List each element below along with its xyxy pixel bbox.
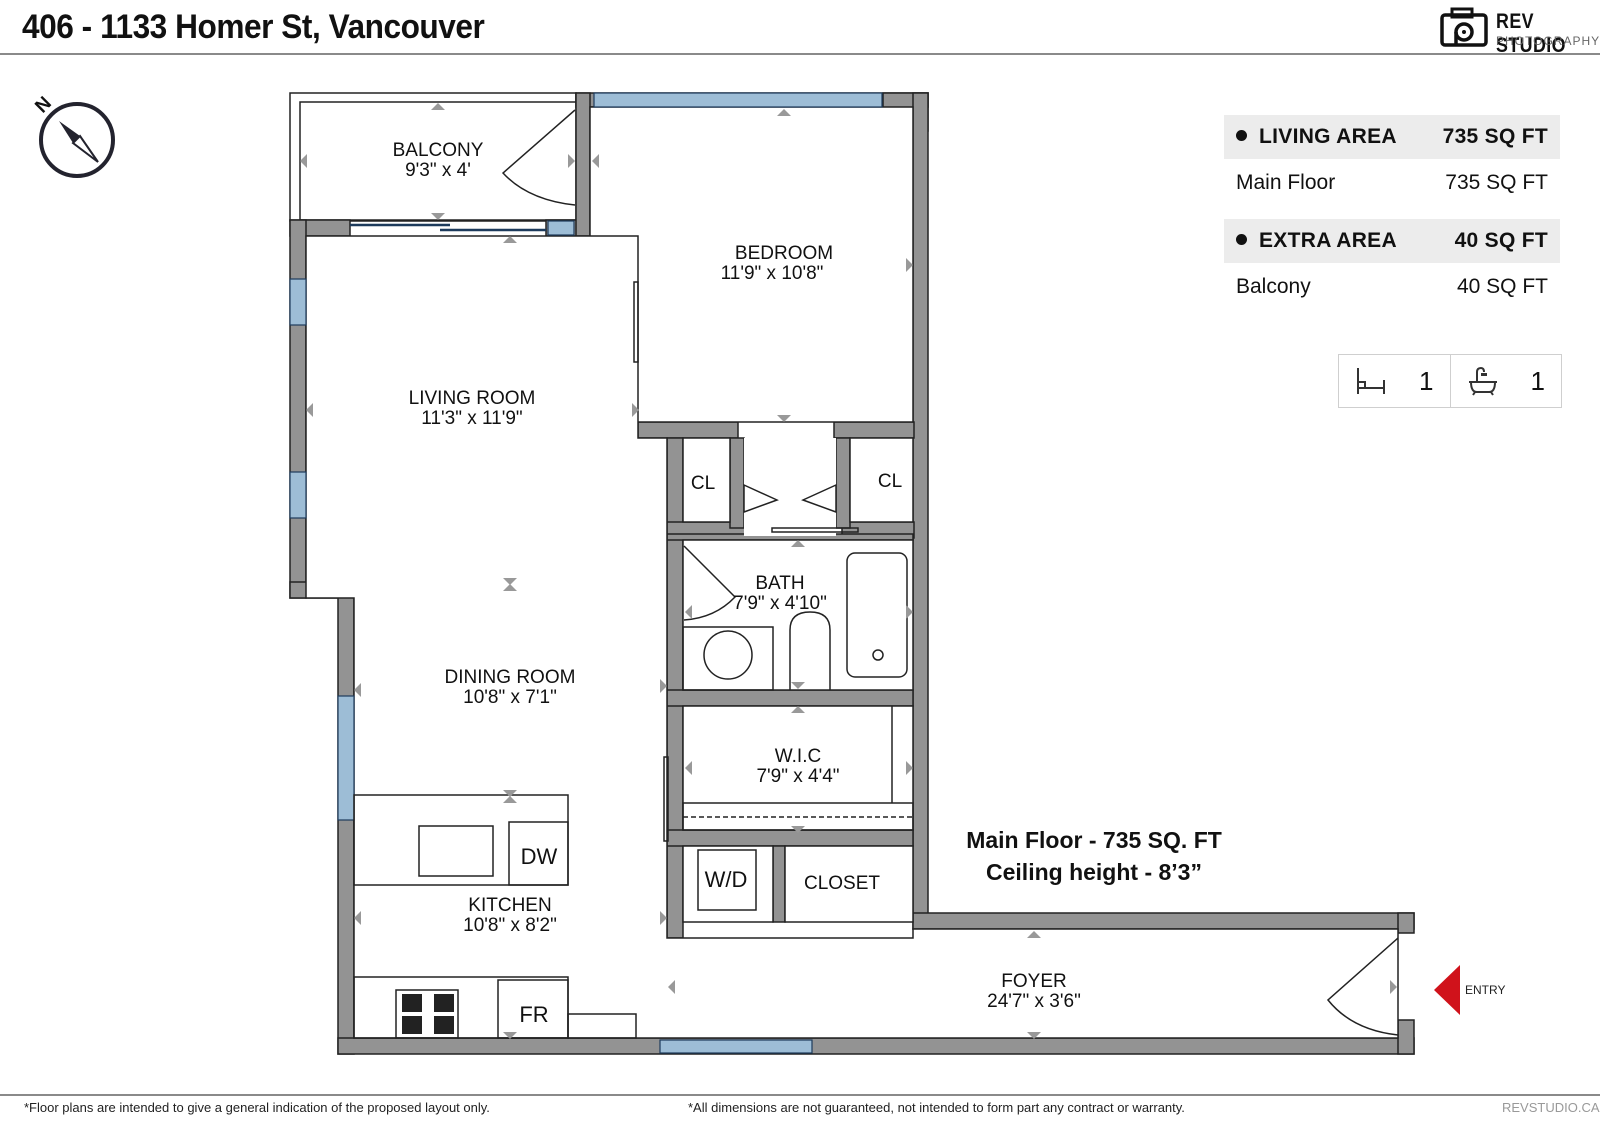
footer-disclaimer-dimensions: *All dimensions are not guaranteed, not …	[688, 1100, 1185, 1115]
room-dims-foyer: 24'7" x 3'6"	[987, 991, 1081, 1012]
header-divider	[0, 53, 1600, 55]
windows	[289, 92, 883, 1054]
appliance-fridge: FR	[519, 1002, 548, 1027]
room-name-bedroom: BEDROOM	[735, 243, 833, 264]
living-area-header: LIVING AREA 735 SQ FT	[1224, 115, 1560, 159]
dishwasher	[508, 821, 569, 886]
bathtub-icon	[1468, 366, 1497, 396]
footer-website: REVSTUDIO.CA	[1502, 1100, 1600, 1115]
room-name-foyer: FOYER	[1001, 971, 1066, 992]
living-area-label: LIVING AREA	[1236, 125, 1397, 149]
bathroom-count: 1	[1449, 355, 1562, 407]
footer-divider	[0, 1094, 1600, 1096]
compass-icon: N	[31, 93, 115, 178]
bedroom-count: 1	[1339, 355, 1450, 407]
page-title: 406 - 1133 Homer St, Vancouver	[22, 8, 485, 46]
room-name-closet: CLOSET	[804, 873, 880, 894]
room-dims-kitchen: 10'8" x 8'2"	[463, 915, 557, 936]
area-row-value: 735 SQ FT	[1445, 171, 1548, 194]
fridge	[497, 979, 569, 1039]
footer-disclaimer-layout: *Floor plans are intended to give a gene…	[24, 1100, 490, 1115]
camera-icon	[1440, 7, 1488, 47]
room-name-kitchen: KITCHEN	[468, 895, 551, 916]
room-dims-dining: 10'8" x 7'1"	[463, 687, 557, 708]
ceiling-height-note: Ceiling height - 8’3”	[986, 859, 1202, 885]
living-area-value: 735 SQ FT	[1442, 125, 1548, 148]
brand-tagline: PHOTOGRAPHY	[1496, 34, 1600, 48]
entry-label: ENTRY	[1465, 983, 1505, 997]
room-name-balcony: BALCONY	[393, 140, 484, 161]
toilet	[789, 611, 831, 690]
room-dims-bedroom: 11'9" x 10'8"	[721, 263, 824, 284]
washer-dryer	[697, 849, 757, 911]
extra-area-label: EXTRA AREA	[1236, 229, 1397, 253]
brand-name: REV STUDIO	[1496, 10, 1566, 57]
room-dims-living: 11'3" x 11'9"	[421, 408, 522, 429]
extra-area-header: EXTRA AREA 40 SQ FT	[1224, 219, 1560, 263]
kitchen-sink	[418, 825, 494, 877]
room-dims-balcony: 9'3" x 4'	[405, 160, 471, 181]
bathroom-count-value: 1	[1530, 365, 1545, 396]
area-row-label: Balcony	[1236, 275, 1311, 298]
burners	[402, 994, 454, 1034]
sliding-door	[350, 223, 546, 232]
area-row: Balcony 40 SQ FT	[1224, 263, 1560, 311]
room-name-closet-left: CL	[691, 473, 715, 494]
area-summary: LIVING AREA 735 SQ FT Main Floor 735 SQ …	[1224, 115, 1560, 311]
room-name-bath: BATH	[755, 573, 804, 594]
bedroom-count-value: 1	[1419, 365, 1434, 396]
entry-arrow-icon	[1434, 965, 1460, 1015]
cooktop	[395, 989, 459, 1039]
doors	[501, 109, 1399, 1036]
area-row-label: Main Floor	[1236, 171, 1336, 194]
room-floors	[305, 106, 1399, 1039]
extra-area-value: 40 SQ FT	[1454, 229, 1548, 252]
area-row: Main Floor 735 SQ FT	[1224, 159, 1560, 207]
room-name-wic: W.I.C	[775, 746, 821, 767]
room-name-closet-right: CL	[878, 471, 902, 492]
room-dims-wic: 7'9" x 4'4"	[756, 766, 839, 787]
appliance-dishwasher: DW	[521, 844, 558, 869]
bed-icon	[1357, 368, 1385, 394]
room-name-dining: DINING ROOM	[445, 667, 576, 688]
sink	[703, 630, 753, 680]
room-dims-bath: 7'9" x 4'10"	[733, 593, 827, 614]
appliance-washer-dryer: W/D	[705, 867, 748, 892]
area-row-value: 40 SQ FT	[1456, 275, 1548, 298]
closet-hall	[744, 438, 836, 536]
balcony	[289, 92, 577, 222]
room-counts: 1 1	[1338, 354, 1562, 408]
room-name-living: LIVING ROOM	[409, 388, 536, 409]
brand-logo: REV STUDIO PHOTOGRAPHY	[1440, 6, 1599, 57]
floor-area-note: Main Floor - 735 SQ. FT	[966, 827, 1222, 853]
